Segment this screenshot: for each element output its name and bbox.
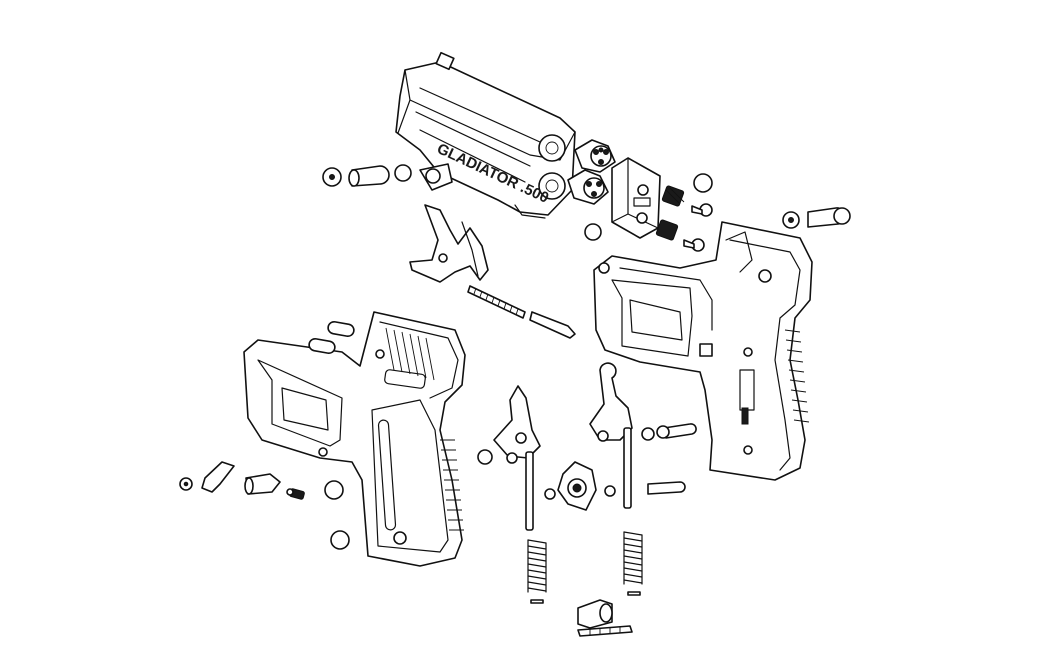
- slide-assembly: GLADIATOR .500: [395, 51, 576, 219]
- center-cam: [544, 461, 616, 511]
- hammer-left: [477, 385, 541, 531]
- hammer-right: [589, 362, 633, 509]
- right-frame: [593, 221, 813, 481]
- slide-pin-left: [322, 164, 412, 187]
- grip-slot-parts: [308, 320, 355, 355]
- safety-lever-parts: [179, 461, 350, 550]
- bottom-block: [577, 599, 633, 637]
- breech-block: [611, 157, 661, 239]
- trigger-assembly: [409, 204, 576, 339]
- barrel-cylinders: [567, 139, 616, 241]
- washers: [656, 425, 670, 439]
- firing-pin-springs: [655, 173, 713, 252]
- hammer-pins: [641, 423, 697, 495]
- hammer-springs: [527, 531, 643, 604]
- slide-pin-right: [782, 207, 851, 229]
- left-frame: [243, 311, 466, 567]
